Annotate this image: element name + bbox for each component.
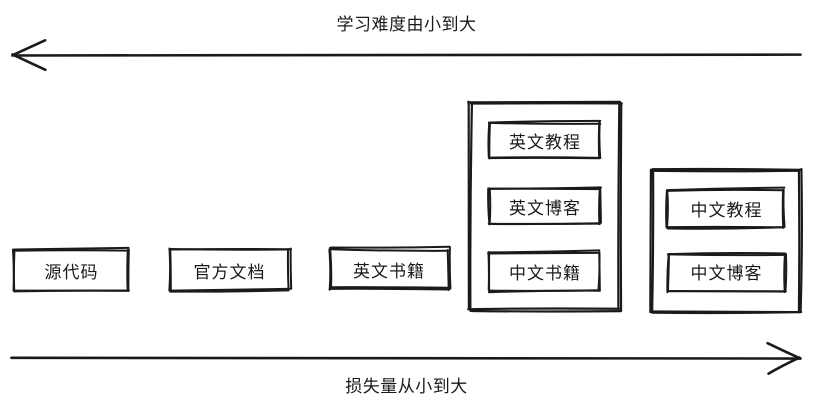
difficulty-axis-arrow	[11, 39, 802, 72]
loss-axis-arrow	[10, 341, 802, 375]
node-boxes	[11, 119, 788, 294]
group-frame-english-resource-group	[467, 100, 623, 313]
group-frames	[467, 100, 803, 315]
node-box-chinese-tutorial	[665, 186, 786, 230]
node-box-english-blog	[487, 186, 602, 226]
bottom-axis-caption: 损失量从小到大	[345, 377, 468, 397]
node-box-english-books	[328, 245, 452, 291]
group-frame-chinese-resource-group	[649, 167, 803, 315]
node-box-source-code	[11, 246, 130, 293]
node-box-official-docs	[168, 247, 293, 293]
node-box-english-tutorial	[487, 119, 602, 160]
node-box-chinese-books	[487, 249, 601, 294]
node-box-chinese-blog	[666, 252, 788, 294]
axes-group	[10, 39, 802, 375]
top-axis-caption: 学习难度由小到大	[336, 15, 477, 35]
